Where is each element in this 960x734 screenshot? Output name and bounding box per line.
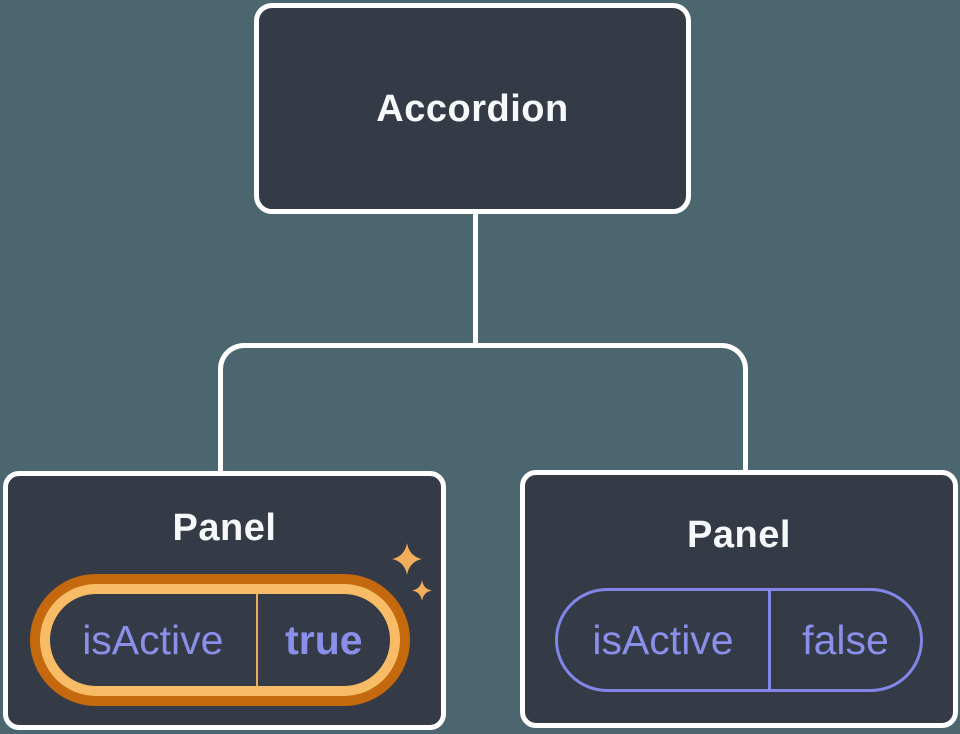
- connector-stem: [473, 212, 478, 348]
- panel-label: Panel: [172, 507, 277, 549]
- state-key-label: isActive: [592, 616, 734, 663]
- state-pill-active-ring: isActive true: [40, 584, 400, 696]
- state-pill-divider: [255, 594, 258, 686]
- state-value-label: true: [285, 616, 363, 663]
- state-pill-inactive: isActive false: [555, 588, 923, 692]
- state-pill-active: isActive true: [30, 574, 410, 706]
- accordion-label: Accordion: [376, 87, 569, 130]
- state-key-label: isActive: [82, 616, 224, 663]
- state-value-label: false: [802, 616, 889, 663]
- accordion-node: Accordion: [254, 3, 691, 214]
- state-pill-key-cell: isActive: [558, 591, 768, 689]
- connector-bracket: [218, 343, 748, 471]
- state-pill-divider: [767, 591, 771, 689]
- panel-node-inactive: Panel isActive false: [520, 470, 958, 728]
- state-pill-value-cell: false: [771, 591, 920, 689]
- state-pill-key-cell: isActive: [50, 594, 256, 686]
- panel-node-active: Panel isActive true: [3, 471, 446, 730]
- state-pill-active-body: isActive true: [50, 594, 390, 686]
- sparkle-stars-icon: [392, 543, 432, 601]
- state-pill-value-cell: true: [258, 594, 390, 686]
- panel-label: Panel: [687, 514, 791, 556]
